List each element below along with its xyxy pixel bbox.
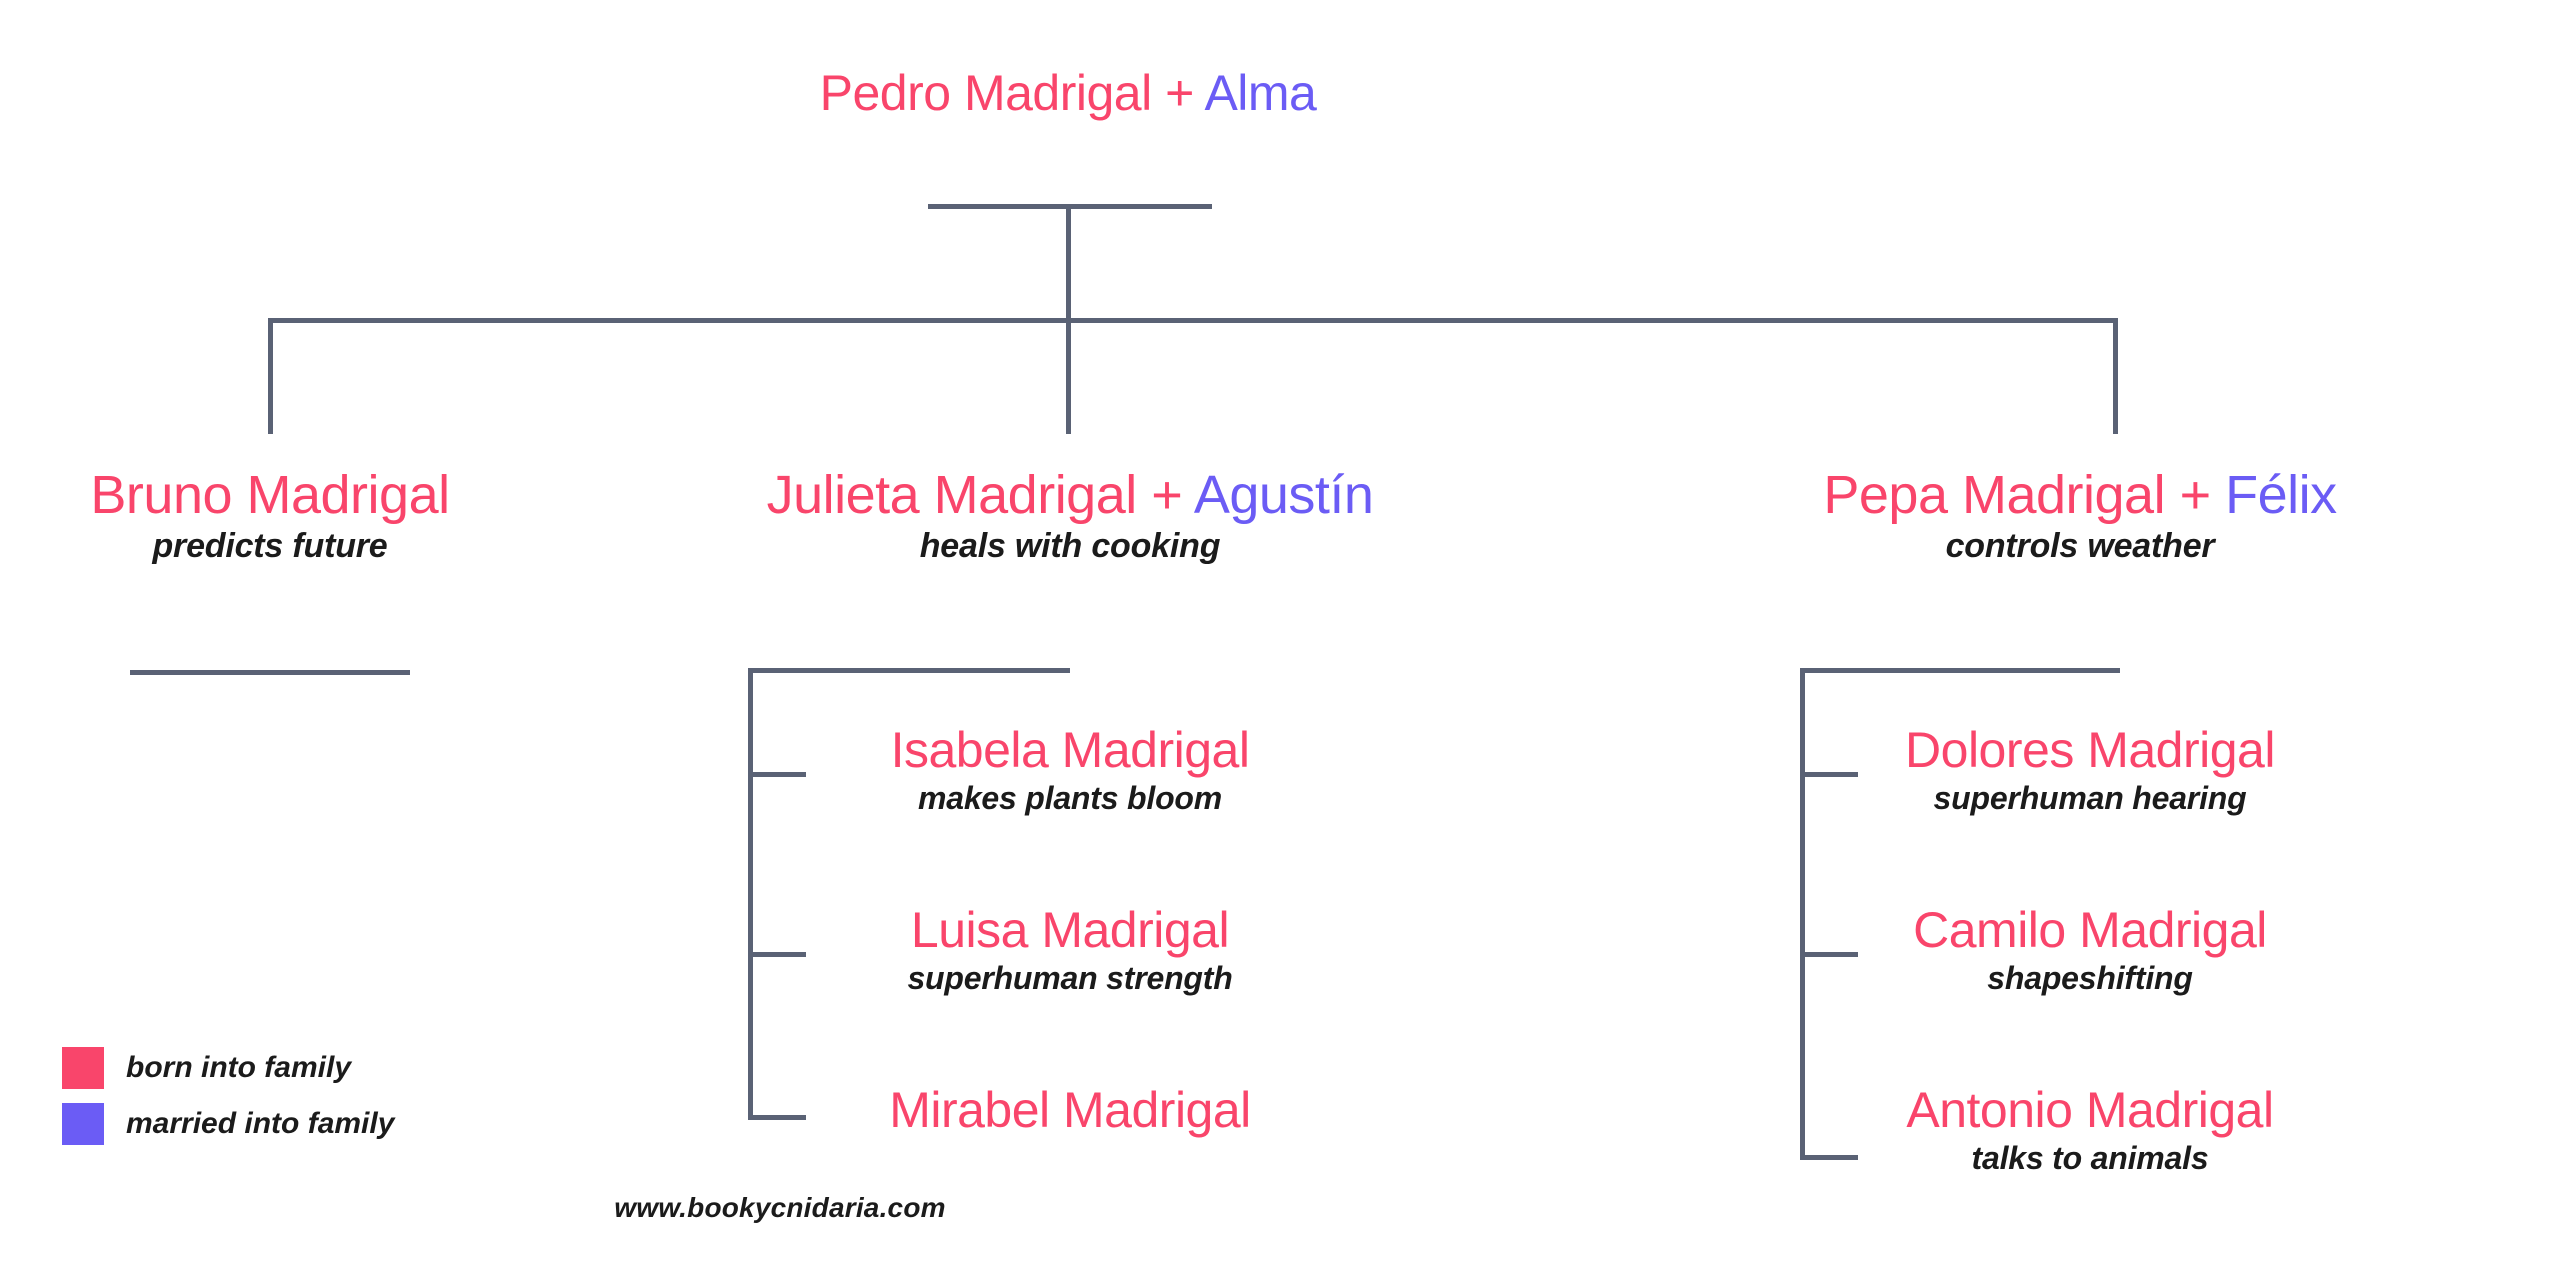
child-tick-camilo xyxy=(1800,952,1858,957)
node-power-dolores: superhuman hearing xyxy=(1933,780,2247,816)
child-tick-mirabel xyxy=(748,1115,806,1120)
node-name-dolores: Dolores Madrigal xyxy=(1905,722,2275,778)
sibling-bar-gen2 xyxy=(268,318,2118,323)
legend-label-born: born into family xyxy=(126,1051,351,1084)
legend: born into family married into family xyxy=(62,1040,394,1152)
legend-item-born: born into family xyxy=(62,1040,394,1096)
marriage-plus-pedro: + xyxy=(1151,65,1205,121)
child-tick-isabela xyxy=(748,772,806,777)
legend-label-married: married into family xyxy=(126,1107,395,1140)
node-power-antonio: talks to animals xyxy=(1971,1140,2209,1176)
node-power-isabela: makes plants bloom xyxy=(917,780,1223,816)
node-antonio: Antonio Madrigal talks to animals xyxy=(1620,1085,2560,1177)
node-name-pedro-alma: Pedro Madrigal + Alma xyxy=(0,68,2136,119)
marriage-bar-julieta xyxy=(748,668,1070,673)
children-spine-julieta xyxy=(748,668,753,1120)
node-power-bruno: predicts future xyxy=(152,527,388,566)
footer-url: www.bookycnidaria.com xyxy=(614,1192,946,1223)
person-name-bruno: Bruno Madrigal xyxy=(90,465,450,525)
person-name-agustin: Agustín xyxy=(1193,465,1374,525)
node-julieta-agustin: Julieta Madrigal + Agustín heals with co… xyxy=(540,465,1600,566)
legend-item-married: married into family xyxy=(62,1096,394,1152)
child-tick-antonio xyxy=(1800,1155,1858,1160)
child-tick-dolores xyxy=(1800,772,1858,777)
node-name-pepa-felix: Pepa Madrigal + Félix xyxy=(1600,465,2560,525)
node-power-camilo: shapeshifting xyxy=(1987,960,2193,996)
node-name-mirabel: Mirabel Madrigal xyxy=(889,1082,1251,1138)
node-name-isabela: Isabela Madrigal xyxy=(890,722,1250,778)
node-name-bruno: Bruno Madrigal xyxy=(0,465,540,525)
node-isabela: Isabela Madrigal makes plants bloom xyxy=(560,725,1580,817)
legend-swatch-married-icon xyxy=(62,1103,104,1145)
node-name-camilo: Camilo Madrigal xyxy=(1913,902,2267,958)
node-pepa-felix: Pepa Madrigal + Félix controls weather xyxy=(1600,465,2560,566)
person-name-pedro: Pedro Madrigal xyxy=(819,65,1153,121)
marriage-plus-pepa: + xyxy=(2165,465,2226,525)
descent-line-pepa xyxy=(2113,318,2118,434)
node-name-antonio: Antonio Madrigal xyxy=(1906,1082,2274,1138)
person-name-pepa: Pepa Madrigal xyxy=(1823,465,2166,525)
node-name-julieta-agustin: Julieta Madrigal + Agustín xyxy=(540,465,1600,525)
node-name-luisa: Luisa Madrigal xyxy=(910,902,1230,958)
node-power-julieta: heals with cooking xyxy=(919,527,1221,566)
node-luisa: Luisa Madrigal superhuman strength xyxy=(560,905,1580,997)
childless-stub-bruno xyxy=(130,670,410,675)
node-camilo: Camilo Madrigal shapeshifting xyxy=(1620,905,2560,997)
node-bruno: Bruno Madrigal predicts future xyxy=(0,465,540,566)
marriage-plus-julieta: + xyxy=(1136,465,1194,525)
node-dolores: Dolores Madrigal superhuman hearing xyxy=(1620,725,2560,817)
marriage-bar-pepa xyxy=(1800,668,2120,673)
person-name-alma: Alma xyxy=(1204,65,1317,121)
node-pedro-alma: Pedro Madrigal + Alma xyxy=(0,68,2136,119)
children-spine-pepa xyxy=(1800,668,1805,1160)
legend-swatch-born-icon xyxy=(62,1047,104,1089)
person-name-felix: Félix xyxy=(2225,465,2337,525)
descent-line-bruno xyxy=(268,318,273,434)
node-power-pepa: controls weather xyxy=(1945,527,2215,566)
node-mirabel: Mirabel Madrigal xyxy=(560,1085,1580,1140)
child-tick-luisa xyxy=(748,952,806,957)
descent-line-julieta xyxy=(1066,318,1071,434)
person-name-julieta: Julieta Madrigal xyxy=(766,465,1138,525)
descent-line-gen1 xyxy=(1066,204,1071,322)
node-power-luisa: superhuman strength xyxy=(907,960,1233,996)
